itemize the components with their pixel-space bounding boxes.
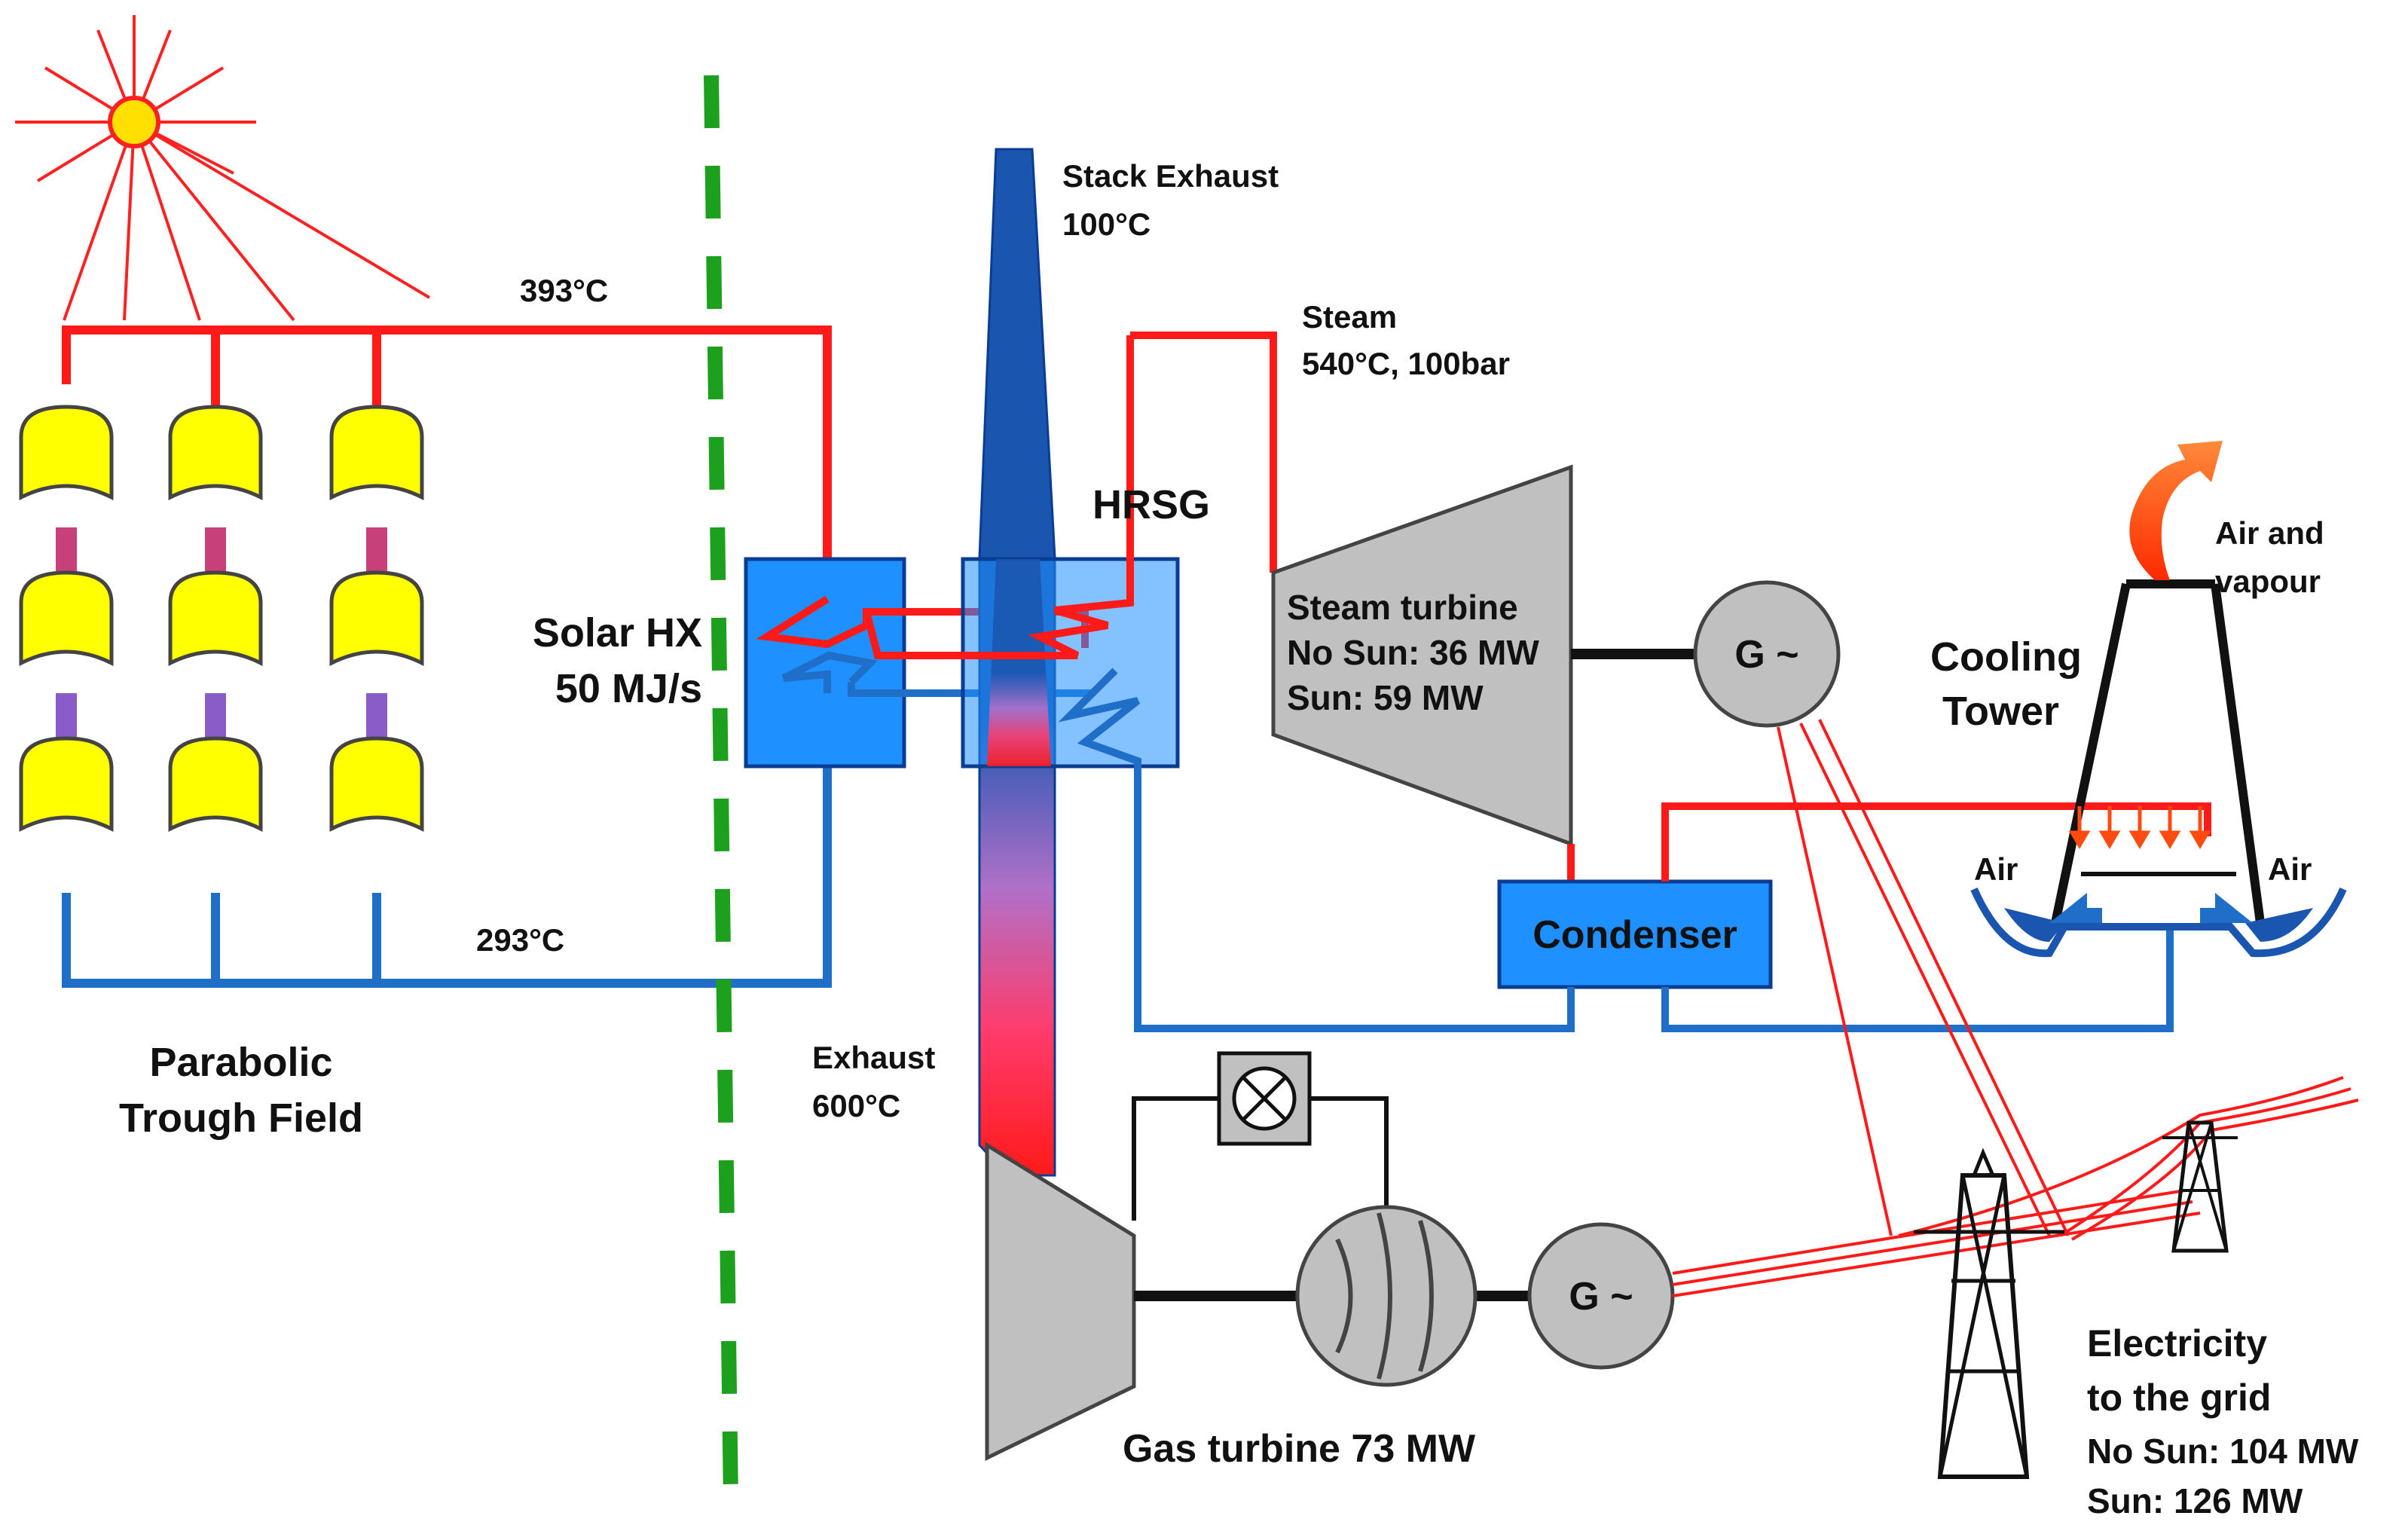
exhaust-label-line1: Exhaust — [812, 1040, 935, 1075]
air-inlet-right-label: Air — [2268, 851, 2312, 887]
grid-label-line3: No Sun: 104 MW — [2087, 1432, 2359, 1471]
grid-label-line1: Electricity — [2087, 1322, 2267, 1365]
generator-icon — [1693, 580, 1841, 728]
parabolic-trough-collector-icon — [332, 573, 422, 663]
parabolic-trough-collector-icon — [332, 407, 422, 497]
vapour-plume-icon — [2129, 441, 2223, 580]
compressor-icon — [1295, 1205, 1477, 1387]
boundary-divider — [704, 75, 738, 1500]
transmission-tower-icon — [2162, 1120, 2238, 1253]
hot-temperature-label: 393°C — [520, 273, 608, 308]
air-inlet-left-label: Air — [1974, 851, 2018, 887]
field-label-line1: Parabolic — [149, 1040, 332, 1085]
hot-header-pipe — [62, 325, 832, 603]
parabolic-trough-collector-icon — [21, 738, 112, 829]
condenser-unit — [1497, 879, 1773, 989]
cooling-tower-label-line1: Cooling — [1930, 634, 2082, 680]
steam-label-line1: Steam — [1302, 299, 1397, 335]
fuel-line — [1132, 1096, 1219, 1221]
grid-label-line2: to the grid — [2087, 1377, 2271, 1419]
grid-label-line4: Sun: 126 MW — [2087, 1481, 2303, 1520]
trough-column-1 — [21, 407, 112, 829]
feedwater-return-pipe — [1134, 761, 1575, 1032]
cold-header-pipe — [62, 693, 832, 988]
parabolic-trough-collector-icon — [170, 573, 261, 663]
hrsg-unit — [863, 335, 1180, 1025]
air-vapour-label-line2: vapour — [2215, 564, 2321, 599]
solar-hx-label-line2: 50 MJ/s — [555, 666, 702, 711]
steam-turbine-label-line3: Sun: 59 MW — [1287, 678, 1484, 717]
sun-icon — [15, 15, 431, 322]
main-steam-pipe — [1130, 332, 1277, 573]
transmission-tower-icon — [1914, 1148, 2064, 1479]
parabolic-trough-collector-icon — [170, 407, 261, 497]
cooling-water-cold-pipe — [1661, 923, 2174, 1032]
condenser-label: Condenser — [1533, 913, 1737, 957]
solar-hx-label-line1: Solar HX — [533, 610, 702, 656]
field-label-line2: Trough Field — [119, 1096, 363, 1141]
parabolic-trough-collector-icon — [21, 573, 112, 663]
parabolic-trough-collector-icon — [332, 738, 422, 829]
steam-label-line2: 540°C, 100bar — [1302, 346, 1510, 381]
trough-column-2 — [170, 407, 261, 829]
gas-turbine-label: Gas turbine 73 MW — [1123, 1427, 1476, 1471]
stack-exhaust-label-line1: Stack Exhaust — [1062, 158, 1279, 194]
cooling-tower-label-line2: Tower — [1942, 689, 2059, 734]
gas-turbine-icon — [985, 1141, 1136, 1461]
cooling-water-hot-pipe — [1661, 802, 2211, 882]
steam-turbine-label-line2: No Sun: 36 MW — [1287, 633, 1539, 672]
cooling-tower-icon — [1970, 579, 2347, 958]
exhaust-label-line2: 600°C — [812, 1088, 900, 1123]
hrsg-label: HRSG — [1092, 482, 1210, 527]
parabolic-trough-field — [21, 325, 832, 988]
gas-generator-label: G ~ — [1569, 1275, 1633, 1319]
steam-generator-label: G ~ — [1734, 633, 1798, 677]
stack-exhaust-label-line2: 100°C — [1062, 206, 1151, 242]
parabolic-trough-collector-icon — [170, 738, 261, 829]
steam-turbine-label-line1: Steam turbine — [1287, 588, 1518, 627]
solar-heat-exchanger — [744, 557, 906, 769]
valve-icon — [1217, 1051, 1312, 1146]
air-vapour-label-line1: Air and — [2215, 515, 2324, 551]
trough-column-3 — [332, 407, 422, 829]
cold-temperature-label: 293°C — [476, 922, 564, 958]
parabolic-trough-collector-icon — [21, 407, 112, 497]
